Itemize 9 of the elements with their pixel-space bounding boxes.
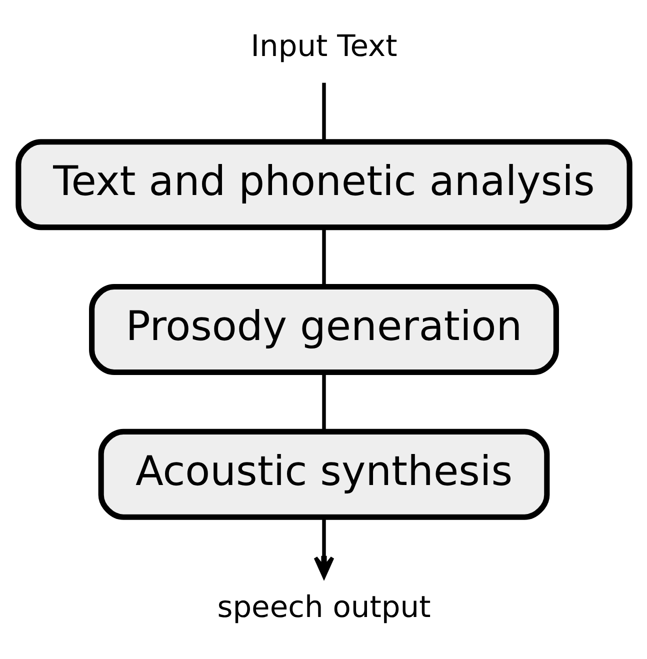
arrow	[313, 517, 334, 578]
node-box: Prosody generation	[88, 284, 558, 376]
node-box: Text and phonetic analysis	[15, 139, 632, 230]
connector	[322, 372, 326, 432]
node-text: Input Text	[250, 29, 397, 64]
node-box: Acoustic synthesis	[98, 428, 550, 520]
connector	[322, 228, 326, 286]
connector	[322, 82, 326, 142]
node-text: speech output	[216, 590, 430, 626]
